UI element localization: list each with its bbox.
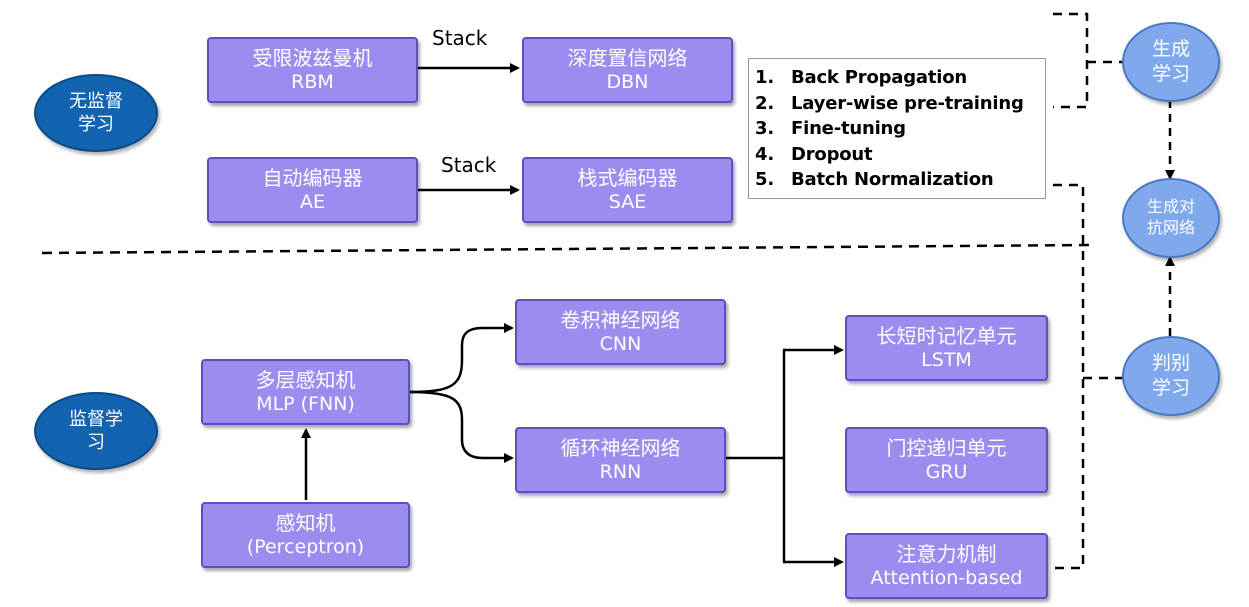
arrow-mlp-cnn bbox=[409, 323, 514, 394]
node-ae[interactable]: 自动编码器 AE bbox=[207, 157, 418, 223]
node-perceptron[interactable]: 感知机 (Perceptron) bbox=[201, 502, 410, 568]
arrow-mlp-rnn bbox=[409, 390, 514, 463]
node-lstm-en: LSTM bbox=[921, 348, 972, 371]
technique-number: 2. bbox=[755, 92, 774, 114]
dashed-bracket-generative bbox=[1053, 12, 1089, 109]
node-mlp-en: MLP (FNN) bbox=[256, 392, 355, 415]
technique-text: Batch Normalization bbox=[791, 169, 994, 190]
node-rbm-cn: 受限波兹曼机 bbox=[252, 45, 373, 70]
technique-text: Back Propagation bbox=[791, 67, 968, 88]
technique-item: 5. Batch Normalization bbox=[755, 167, 1039, 193]
category-generative: 生成 学习 bbox=[1122, 22, 1220, 102]
techniques-list: 1. Back Propagation 2. Layer-wise pre-trai… bbox=[748, 58, 1046, 199]
node-rbm-en: RBM bbox=[291, 70, 334, 93]
technique-number: 3. bbox=[755, 118, 774, 139]
technique-number: 5. bbox=[755, 169, 774, 190]
node-perceptron-cn: 感知机 bbox=[275, 510, 336, 535]
separator-line bbox=[41, 243, 1091, 255]
node-gru-cn: 门控递归单元 bbox=[886, 435, 1007, 460]
node-dbn[interactable]: 深度置信网络 DBN bbox=[522, 37, 733, 103]
edge-label-rbm-dbn: Stack bbox=[432, 26, 488, 50]
node-attention-cn: 注意力机制 bbox=[896, 541, 997, 566]
category-gan: 生成对 抗网络 bbox=[1122, 178, 1220, 258]
node-ae-en: AE bbox=[299, 190, 325, 213]
node-ae-cn: 自动编码器 bbox=[262, 165, 363, 190]
node-rbm[interactable]: 受限波兹曼机 RBM bbox=[207, 37, 418, 103]
technique-text: Fine-tuning bbox=[791, 118, 906, 139]
node-sae-en: SAE bbox=[608, 190, 647, 213]
node-cnn-en: CNN bbox=[599, 332, 642, 355]
dashed-bracket-discriminative bbox=[1053, 183, 1085, 570]
node-dbn-en: DBN bbox=[606, 70, 649, 93]
node-rnn-en: RNN bbox=[599, 460, 642, 483]
node-gru-en: GRU bbox=[925, 460, 968, 483]
node-rnn-cn: 循环神经网络 bbox=[560, 435, 681, 460]
technique-item: 1. Back Propagation bbox=[755, 65, 1039, 91]
node-attention-en: Attention-based bbox=[870, 566, 1023, 589]
node-dbn-cn: 深度置信网络 bbox=[567, 45, 688, 70]
technique-item: 2. Layer-wise pre-training bbox=[755, 91, 1039, 117]
node-lstm-cn: 长短时记忆单元 bbox=[876, 323, 1017, 348]
technique-item: 4. Dropout bbox=[755, 142, 1039, 168]
node-mlp-cn: 多层感知机 bbox=[255, 367, 356, 392]
technique-text: Layer-wise pre-training bbox=[791, 92, 1024, 114]
node-cnn-cn: 卷积神经网络 bbox=[560, 307, 681, 332]
node-cnn[interactable]: 卷积神经网络 CNN bbox=[515, 299, 726, 365]
node-sae[interactable]: 栈式编码器 SAE bbox=[522, 157, 733, 223]
edge-label-ae-sae: Stack bbox=[441, 153, 497, 177]
technique-text: Dropout bbox=[791, 143, 873, 165]
node-attention[interactable]: 注意力机制 Attention-based bbox=[845, 533, 1048, 599]
technique-number: 4. bbox=[755, 143, 774, 165]
node-sae-cn: 栈式编码器 bbox=[577, 165, 678, 190]
technique-item: 3. Fine-tuning bbox=[755, 116, 1039, 142]
category-discriminative: 判别 学习 bbox=[1122, 336, 1220, 416]
node-perceptron-en: (Perceptron) bbox=[246, 535, 365, 558]
node-gru[interactable]: 门控递归单元 GRU bbox=[845, 427, 1048, 493]
group-unsupervised: 无监督 学习 bbox=[34, 74, 158, 152]
node-mlp[interactable]: 多层感知机 MLP (FNN) bbox=[201, 359, 410, 425]
node-lstm[interactable]: 长短时记忆单元 LSTM bbox=[845, 315, 1048, 381]
group-supervised: 监督学 习 bbox=[34, 392, 158, 470]
node-rnn[interactable]: 循环神经网络 RNN bbox=[515, 427, 726, 493]
technique-number: 1. bbox=[755, 67, 774, 88]
